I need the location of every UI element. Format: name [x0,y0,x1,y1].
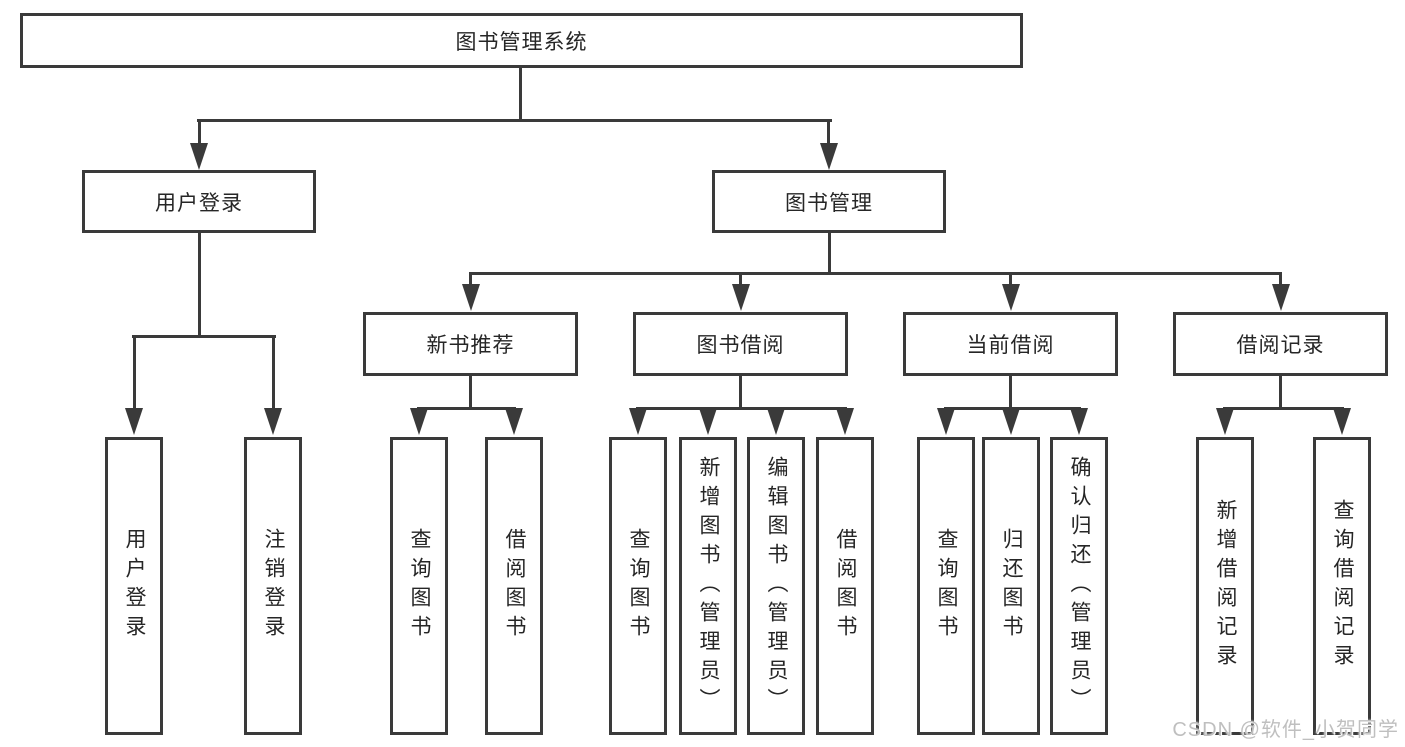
connector-newbook-drop [469,376,472,410]
connector-user-split [132,335,276,338]
leaf-current-query-label: 查询图书 [935,528,958,644]
leaf-records-add: 新增借阅记录 [1196,437,1254,735]
node-new-book-recommend: 新书推荐 [363,312,578,376]
leaf-newbook-query-label: 查询图书 [408,528,431,644]
connector-user-login-stem [198,119,201,145]
node-new-book-recommend-label: 新书推荐 [426,334,515,357]
connector-newbook-stem [469,272,472,286]
arrowhead-current-confirm [1070,408,1088,435]
connector-borrow-stem [739,272,742,286]
node-user-login-label: 用户登录 [155,191,243,215]
arrowhead-newbook-query [410,408,428,435]
connector-current-stem [1009,272,1012,286]
leaf-borrow-query-label: 查询图书 [627,528,650,644]
node-book-management-label: 图书管理 [785,191,873,215]
arrowhead-borrow-borrow [836,408,854,435]
leaf-logout-label: 注销登录 [262,528,285,644]
connector-records-split [1223,407,1344,410]
leaf-newbook-query: 查询图书 [390,437,448,735]
node-current-borrow-label: 当前借阅 [966,334,1055,357]
watermark-text: CSDN @软件_小贺同学 [1172,719,1399,741]
connector-records-stem [1279,272,1282,286]
leaf-current-confirm-label: 确认归还（管理员） [1068,455,1091,717]
connector-user-drop [198,233,201,335]
leaf-user-login: 用户登录 [105,437,163,735]
connector-level1-bus [197,119,832,122]
arrowhead-newbook [462,284,480,311]
arrowhead-records-query [1333,408,1351,435]
leaf-current-confirm: 确认归还（管理员） [1050,437,1108,735]
connector-root-drop [519,67,522,121]
leaf-borrow-edit: 编辑图书（管理员） [747,437,805,735]
connector-records-drop [1279,376,1282,410]
connector-book-management-stem [827,119,830,145]
connector-leaf-login-stem [133,335,136,411]
leaf-borrow-add-label: 新增图书（管理员） [697,455,720,717]
leaf-borrow-borrow: 借阅图书 [816,437,874,735]
arrowhead-current [1002,284,1020,311]
leaf-records-add-label: 新增借阅记录 [1214,499,1237,673]
arrowhead-book-management [820,143,838,170]
arrowhead-leaf-logout [264,408,282,435]
arrowhead-current-return [1002,408,1020,435]
leaf-records-query-label: 查询借阅记录 [1331,499,1354,673]
connector-borrow-split [636,407,847,410]
leaf-borrow-borrow-label: 借阅图书 [834,528,857,644]
node-user-login: 用户登录 [82,170,316,233]
arrowhead-records [1272,284,1290,311]
arrowhead-borrow [732,284,750,311]
leaf-current-return: 归还图书 [982,437,1040,735]
arrowhead-newbook-borrow [505,408,523,435]
connector-newbook-split [417,407,516,410]
connector-current-drop [1009,376,1012,410]
leaf-borrow-edit-label: 编辑图书（管理员） [765,455,788,717]
arrowhead-current-query [937,408,955,435]
node-book-management: 图书管理 [712,170,946,233]
arrowhead-user-login [190,143,208,170]
node-current-borrow: 当前借阅 [903,312,1118,376]
arrowhead-borrow-edit [767,408,785,435]
arrowhead-leaf-login [125,408,143,435]
node-root: 图书管理系统 [20,13,1023,68]
leaf-newbook-borrow-label: 借阅图书 [503,528,526,644]
arrowhead-records-add [1216,408,1234,435]
node-root-label: 图书管理系统 [455,30,588,54]
leaf-logout: 注销登录 [244,437,302,735]
leaf-current-return-label: 归还图书 [1000,528,1023,644]
leaf-current-query: 查询图书 [917,437,975,735]
arrowhead-borrow-query [629,408,647,435]
connector-leaf-logout-stem [272,335,275,411]
leaf-user-login-label: 用户登录 [123,528,146,644]
connector-bookmgmt-drop [828,233,831,272]
arrowhead-borrow-add [699,408,717,435]
node-book-borrow-label: 图书借阅 [696,334,785,357]
connector-borrow-drop [739,376,742,410]
node-borrow-records: 借阅记录 [1173,312,1388,376]
node-borrow-records-label: 借阅记录 [1236,334,1325,357]
connector-level2-bus [469,272,1282,275]
leaf-newbook-borrow: 借阅图书 [485,437,543,735]
leaf-borrow-query: 查询图书 [609,437,667,735]
leaf-records-query: 查询借阅记录 [1313,437,1371,735]
leaf-borrow-add: 新增图书（管理员） [679,437,737,735]
node-book-borrow: 图书借阅 [633,312,848,376]
